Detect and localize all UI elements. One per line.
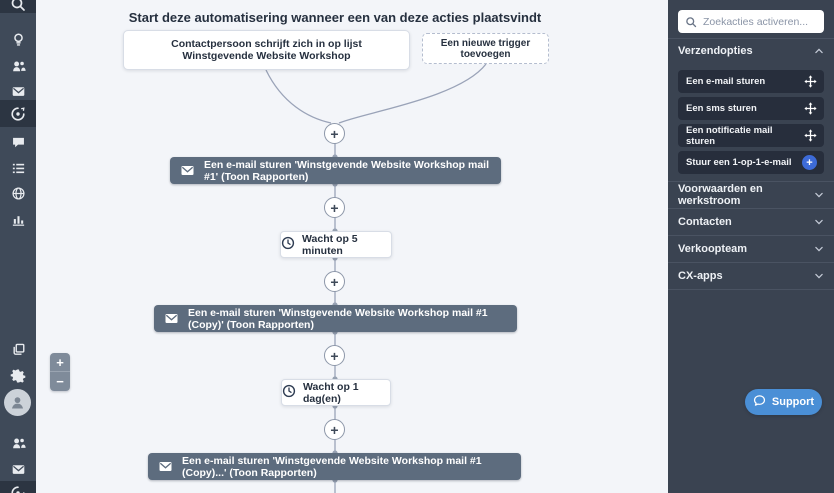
- zoom-in-glyph: +: [56, 354, 64, 370]
- trigger-node[interactable]: Contactpersoon schrijft zich in op lijst…: [123, 30, 410, 70]
- email-icon-bottom[interactable]: [0, 459, 36, 479]
- getting-started-icon[interactable]: [0, 29, 36, 49]
- email-step-label: Een e-mail sturen 'Winstgevende Website …: [188, 306, 488, 331]
- wait-step-1[interactable]: Wacht op 5 minuten: [280, 231, 392, 258]
- section-cx-apps[interactable]: CX-apps: [668, 262, 834, 289]
- chevron-down-icon: [814, 271, 824, 281]
- plus-glyph: +: [330, 273, 339, 290]
- settings-gear-icon[interactable]: [0, 366, 36, 386]
- email-step-1[interactable]: Een e-mail sturen 'Winstgevende Website …: [170, 157, 501, 184]
- lists-icon[interactable]: [0, 158, 36, 178]
- zoom-controls: + −: [50, 353, 70, 391]
- globe-icon[interactable]: [0, 183, 36, 203]
- contacts-icon[interactable]: [0, 56, 36, 76]
- search-icon: [685, 15, 697, 33]
- chevron-down-icon: [814, 217, 824, 227]
- section-label: CX-apps: [678, 270, 723, 282]
- email-step-3[interactable]: Een e-mail sturen 'Winstgevende Website …: [148, 453, 521, 480]
- plus-glyph: +: [330, 125, 339, 142]
- flow-title: Start deze automatisering wanneer een va…: [128, 10, 542, 25]
- clock-icon: [282, 384, 296, 401]
- add-step-button-2[interactable]: +: [324, 197, 345, 218]
- action-een-sms-sturen[interactable]: Een sms sturen: [678, 97, 824, 120]
- envelope-icon: [158, 459, 173, 474]
- section-verzendopties[interactable]: Verzendopties: [668, 38, 834, 62]
- campaigns-email-icon[interactable]: [0, 81, 36, 101]
- wait-step-2[interactable]: Wacht op 1 dag(en): [281, 379, 391, 406]
- conversations-chat-icon[interactable]: [0, 132, 36, 152]
- section-label: Contacten: [678, 216, 732, 228]
- section-label: Verkoopteam: [678, 243, 748, 255]
- section-voorwaarden-werkstroom[interactable]: Voorwaarden en werkstroom: [668, 181, 834, 208]
- action-een-email-sturen[interactable]: Een e-mail sturen: [678, 70, 824, 93]
- actions-search: [678, 10, 824, 33]
- automations-icon-bottom[interactable]: [0, 483, 36, 493]
- support-label: Support: [771, 396, 815, 408]
- action-label: Een notificatie mail sturen: [686, 124, 773, 147]
- clock-icon: [281, 236, 295, 253]
- envelope-icon: [164, 311, 179, 326]
- move-icon: [804, 129, 817, 142]
- plus-badge-icon: +: [802, 155, 817, 170]
- reports-chart-icon[interactable]: [0, 209, 36, 229]
- search-icon[interactable]: [0, 0, 36, 14]
- action-1op1-email[interactable]: Stuur een 1-op-1-e-mail +: [678, 151, 824, 174]
- add-step-button-1[interactable]: +: [324, 123, 345, 144]
- search-active-block: [0, 0, 36, 13]
- plus-glyph: +: [330, 199, 339, 216]
- move-icon: [804, 75, 817, 88]
- chevron-up-icon: [814, 46, 824, 56]
- automations-icon[interactable]: [0, 104, 36, 124]
- email-step-2[interactable]: Een e-mail sturen 'Winstgevende Website …: [154, 305, 517, 332]
- email-step-label: Een e-mail sturen 'Winstgevende Website …: [204, 158, 489, 183]
- plus-glyph: +: [806, 156, 813, 169]
- add-trigger-button[interactable]: Een nieuwe trigger toevoegen: [422, 33, 549, 64]
- plus-glyph: +: [330, 347, 339, 364]
- trigger-label: Contactpersoon schrijft zich in op lijst…: [171, 38, 362, 62]
- add-step-button-5[interactable]: +: [324, 419, 345, 440]
- email-step-label: Een e-mail sturen 'Winstgevende Website …: [182, 454, 482, 479]
- add-step-button-4[interactable]: +: [324, 345, 345, 366]
- action-label: Een e-mail sturen: [686, 76, 766, 87]
- actions-search-input[interactable]: [678, 10, 824, 33]
- wait-step-label: Wacht op 1 dag(en): [303, 380, 359, 405]
- left-nav-sidebar: [0, 0, 36, 493]
- wait-step-label: Wacht op 5 minuten: [302, 232, 358, 257]
- section-verkoopteam[interactable]: Verkoopteam: [668, 235, 834, 262]
- zoom-out-glyph: −: [56, 374, 64, 389]
- user-avatar[interactable]: [4, 389, 31, 416]
- action-label: Stuur een 1-op-1-e-mail: [686, 157, 792, 168]
- support-button[interactable]: Support: [745, 389, 822, 415]
- divider: [668, 289, 834, 290]
- actions-panel: Verzendopties Een e-mail sturen Een sms …: [668, 0, 834, 493]
- contacts-icon-bottom[interactable]: [0, 433, 36, 453]
- section-label: Verzendopties: [678, 44, 753, 57]
- apps-cards-icon[interactable]: [0, 339, 36, 359]
- move-icon: [804, 102, 817, 115]
- plus-glyph: +: [330, 421, 339, 438]
- add-trigger-label: Een nieuwe trigger toevoegen: [440, 37, 531, 60]
- support-chat-icon: [753, 394, 766, 410]
- action-notificatie-mail[interactable]: Een notificatie mail sturen: [678, 124, 824, 147]
- chevron-down-icon: [814, 190, 824, 200]
- zoom-in-button[interactable]: +: [50, 353, 70, 372]
- add-step-button-3[interactable]: +: [324, 271, 345, 292]
- section-contacten[interactable]: Contacten: [668, 208, 834, 235]
- envelope-icon: [180, 163, 195, 178]
- action-label: Een sms sturen: [686, 103, 757, 114]
- zoom-out-button[interactable]: −: [50, 372, 70, 391]
- automation-canvas[interactable]: Start deze automatisering wanneer een va…: [36, 0, 668, 493]
- chevron-down-icon: [814, 244, 824, 254]
- section-label: Voorwaarden en werkstroom: [678, 183, 763, 207]
